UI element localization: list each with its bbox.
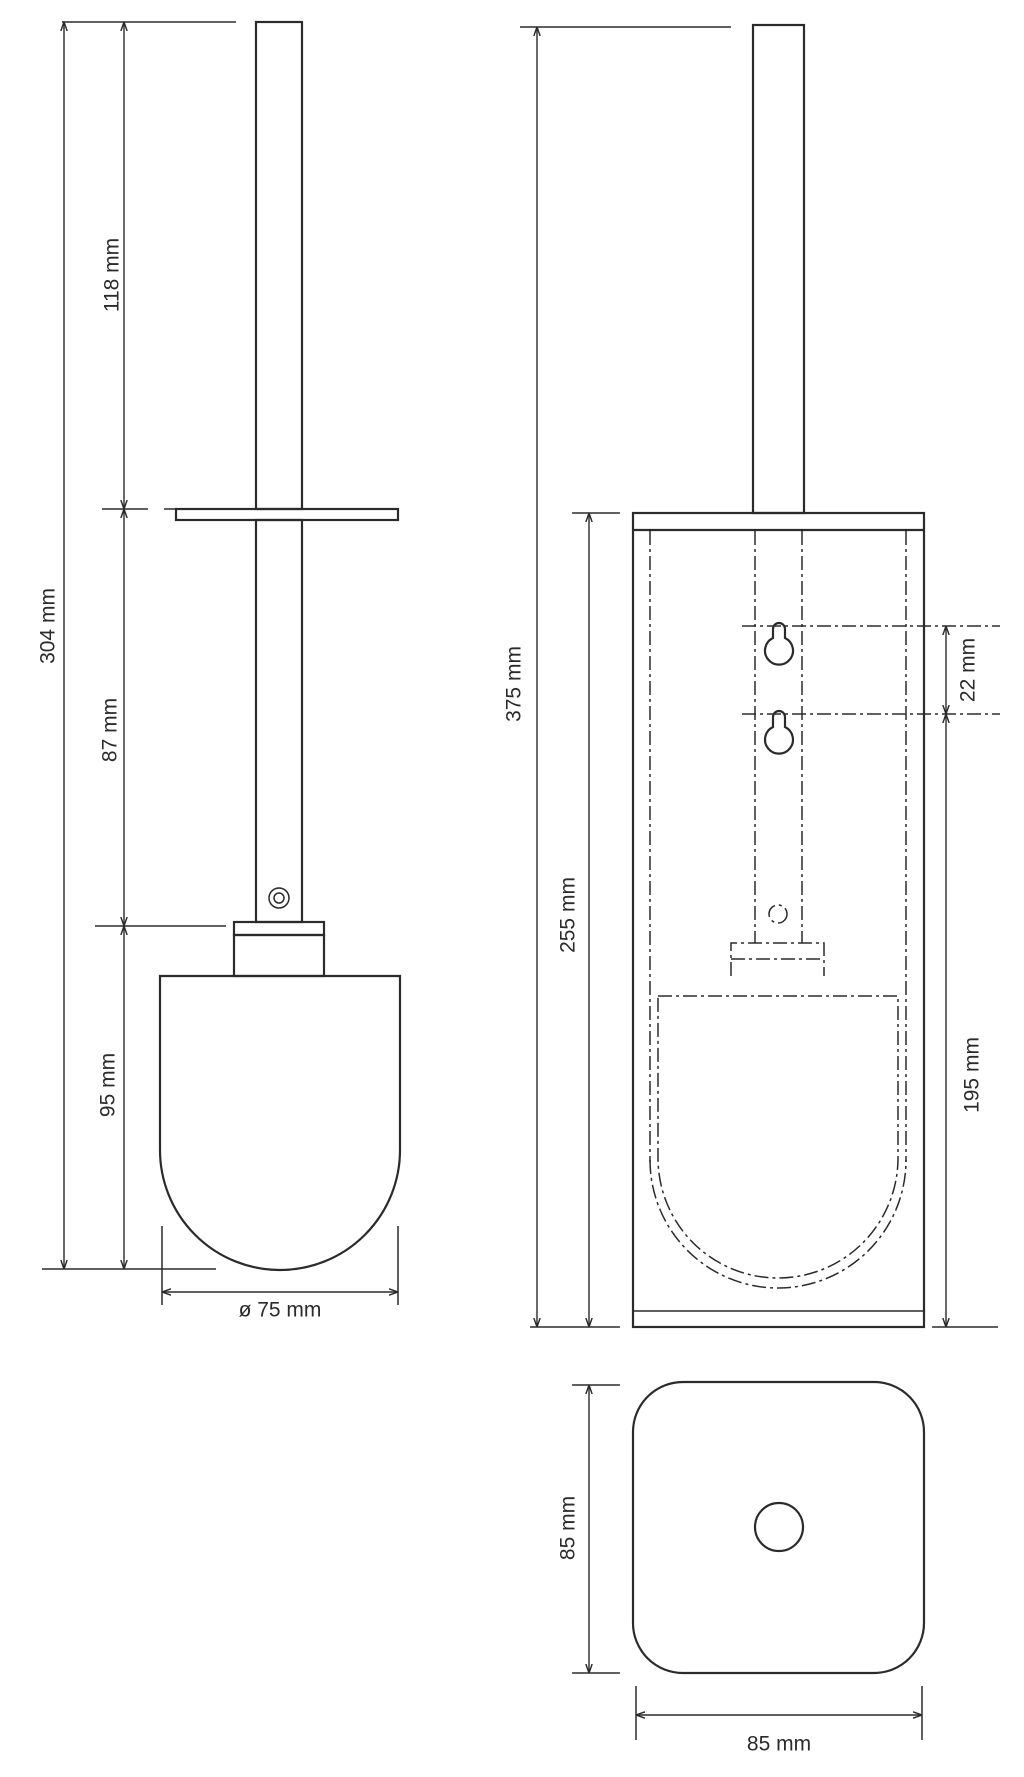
- label-255: 255 mm: [557, 877, 580, 953]
- label-375: 375 mm: [503, 646, 526, 722]
- keyhole-upper: [763, 621, 795, 666]
- holder-brush-handle: [751, 23, 806, 515]
- brush-head: [158, 974, 402, 1272]
- hidden-inner-bottom: [649, 1159, 907, 1289]
- label-304: 304 mm: [37, 588, 60, 664]
- label-width-85: 85 mm: [747, 1733, 811, 1756]
- label-depth-85: 85 mm: [557, 1496, 580, 1560]
- hidden-screw: [768, 904, 788, 924]
- holder-top-outline: [631, 1380, 926, 1675]
- brush-handle-upper: [254, 20, 304, 511]
- holder-front-drawing: 375 mm 255 mm 22 mm 195 mm: [503, 23, 1000, 1329]
- brush-drawing: 118 mm 304 mm 87 mm 95 mm ø 75 mm: [37, 20, 402, 1322]
- label-195: 195 mm: [961, 1037, 984, 1113]
- label-87: 87 mm: [99, 698, 122, 762]
- label-95: 95 mm: [97, 1053, 120, 1117]
- brush-handle-lower: [254, 518, 304, 924]
- keyhole-lower: [763, 709, 795, 755]
- label-118: 118 mm: [101, 238, 124, 312]
- brush-collar-top: [232, 920, 326, 937]
- holder-body: [631, 511, 926, 1329]
- hidden-collar: [730, 942, 825, 976]
- holder-top-drawing: 85 mm 85 mm: [557, 1380, 926, 1756]
- brush-collar: [232, 933, 326, 978]
- holder-top-opening: [753, 1501, 805, 1553]
- label-diam-75: ø 75 mm: [239, 1299, 322, 1322]
- handle-screw-inner: [273, 892, 285, 904]
- label-22: 22 mm: [957, 638, 980, 702]
- hidden-brush-head: [657, 995, 899, 1279]
- brush-lid-plate: [174, 507, 400, 522]
- handle-screw-outer: [268, 887, 290, 909]
